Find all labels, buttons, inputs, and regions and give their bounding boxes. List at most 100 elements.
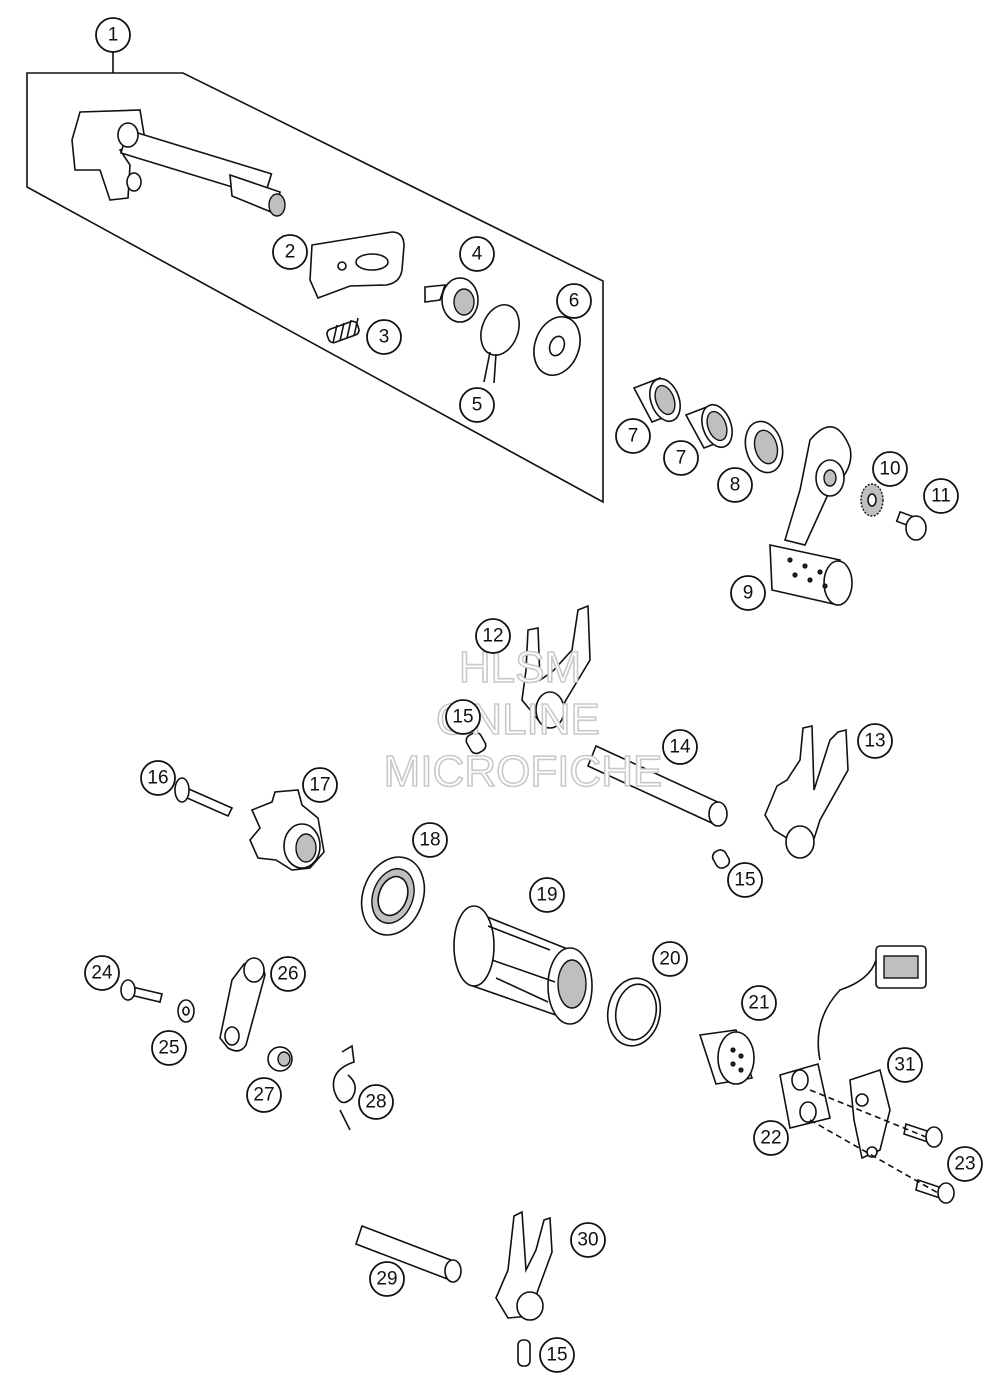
part-30-shift-fork[interactable] [495, 1210, 553, 1321]
callout-16-label: 16 [147, 768, 168, 789]
part-2-plate-slot [355, 253, 389, 271]
assembly-axis-line [809, 1089, 927, 1138]
callout-31-label: 31 [894, 1055, 915, 1076]
callout-6[interactable]: 6 [556, 283, 592, 319]
callout-9-label: 9 [743, 583, 754, 604]
callout-15c[interactable]: 15 [539, 1337, 575, 1373]
callout-7a[interactable]: 7 [615, 418, 651, 454]
assembly-outline [26, 72, 604, 504]
callout-23[interactable]: 23 [947, 1146, 983, 1182]
callout-2-label: 2 [285, 242, 296, 263]
callout-12-label: 12 [482, 626, 503, 647]
part-26-locking-lever[interactable] [219, 957, 266, 1052]
part-20-bearing-ring[interactable] [602, 974, 665, 1050]
callout-1[interactable]: 1 [95, 17, 131, 53]
callout-8[interactable]: 8 [717, 467, 753, 503]
callout-13-label: 13 [864, 731, 885, 752]
part-19-shift-drum[interactable] [453, 905, 593, 1025]
callout-25[interactable]: 25 [151, 1030, 187, 1066]
callout-24-label: 24 [91, 963, 113, 984]
callout-2[interactable]: 2 [272, 234, 308, 270]
callout-11-label: 11 [931, 486, 951, 507]
part-21-gear-position-sensor-insert[interactable] [698, 1029, 755, 1085]
callout-28[interactable]: 28 [358, 1084, 394, 1120]
callout-31[interactable]: 31 [887, 1047, 923, 1083]
part-10-lock-washer[interactable] [860, 483, 884, 517]
part-25-washer[interactable] [177, 999, 195, 1023]
part-15b-pin[interactable] [710, 848, 731, 871]
part-8-seal-ring[interactable] [740, 417, 788, 477]
callout-5[interactable]: 5 [459, 387, 495, 423]
part-22-gear-sensor[interactable] [779, 945, 927, 1129]
callout-6-label: 6 [569, 291, 580, 312]
part-3-spring[interactable] [326, 317, 361, 344]
callout-20-label: 20 [659, 949, 680, 970]
callout-15c-label: 15 [546, 1345, 567, 1366]
callout-18[interactable]: 18 [412, 822, 448, 858]
callout-7b[interactable]: 7 [663, 440, 699, 476]
callout-15a-label: 15 [452, 707, 473, 728]
part-24-bolt[interactable] [120, 979, 163, 1003]
part-6-washer[interactable] [526, 310, 588, 381]
callout-10-label: 10 [879, 459, 900, 480]
part-17-shift-drum-locating[interactable] [249, 789, 325, 871]
part-13-shift-fork[interactable] [764, 725, 849, 859]
callout-30[interactable]: 30 [570, 1222, 606, 1258]
callout-27-label: 27 [253, 1085, 274, 1106]
callout-30-label: 30 [577, 1230, 598, 1251]
callout-8-label: 8 [730, 475, 741, 496]
callout-4[interactable]: 4 [459, 236, 495, 272]
part-7b-bushing[interactable] [684, 401, 738, 452]
callout-11[interactable]: 11 [923, 478, 959, 514]
part-23-screw[interactable] [903, 1122, 955, 1204]
callout-14[interactable]: 14 [662, 729, 698, 765]
part-29-shift-rod[interactable] [354, 1224, 462, 1283]
part-1-shift-shaft[interactable] [71, 109, 286, 217]
callout-29[interactable]: 29 [369, 1261, 405, 1297]
callout-24[interactable]: 24 [84, 955, 120, 991]
callout-10[interactable]: 10 [872, 451, 908, 487]
callout-15a[interactable]: 15 [445, 699, 481, 735]
callout-22[interactable]: 22 [753, 1120, 789, 1156]
callout-15b[interactable]: 15 [727, 862, 763, 898]
part-11-bolt[interactable] [895, 510, 927, 541]
part-7a-bushing[interactable] [632, 375, 686, 426]
watermark-line-1: HLSM [459, 643, 581, 692]
part-9-shift-lever[interactable] [769, 425, 853, 606]
callout-19[interactable]: 19 [529, 877, 565, 913]
callout-21[interactable]: 21 [741, 985, 777, 1021]
part-12-shift-fork[interactable] [521, 604, 591, 729]
callout-23-label: 23 [954, 1154, 975, 1175]
part-27-roller[interactable] [267, 1046, 293, 1072]
callout-27[interactable]: 27 [246, 1077, 282, 1113]
part-18-bearing[interactable] [351, 848, 435, 944]
callout-22-label: 22 [760, 1128, 781, 1149]
callout-1-label: 1 [108, 25, 119, 46]
callout-25-label: 25 [158, 1038, 179, 1059]
callout-26[interactable]: 26 [270, 956, 306, 992]
callout-15b-label: 15 [734, 870, 755, 891]
part-15a-pin[interactable] [464, 730, 488, 755]
callout-17[interactable]: 17 [302, 767, 338, 803]
callout-9[interactable]: 9 [730, 575, 766, 611]
callout-29-label: 29 [376, 1269, 397, 1290]
part-4-bushing[interactable] [424, 277, 479, 323]
callout-7a-label: 7 [628, 426, 639, 447]
callout-13[interactable]: 13 [857, 723, 893, 759]
callout-3[interactable]: 3 [366, 319, 402, 355]
callout-5-label: 5 [472, 395, 483, 416]
callout-14-label: 14 [669, 737, 691, 758]
part-5-spring-clip[interactable] [474, 299, 526, 384]
watermark-line-3: MICROFICHE [384, 747, 663, 796]
callout-21-label: 21 [748, 993, 769, 1014]
part-15c-pin[interactable] [517, 1339, 531, 1367]
callout-16[interactable]: 16 [140, 760, 176, 796]
watermark: HLSM ONLINE MICROFICHE [383, 642, 663, 797]
callout-3-label: 3 [379, 327, 390, 348]
callout-20[interactable]: 20 [652, 941, 688, 977]
part-28-torsion-spring[interactable] [332, 1044, 356, 1131]
callout-12[interactable]: 12 [475, 618, 511, 654]
part-14-shift-rod[interactable] [586, 744, 728, 827]
part-16-bolt[interactable] [174, 777, 234, 818]
